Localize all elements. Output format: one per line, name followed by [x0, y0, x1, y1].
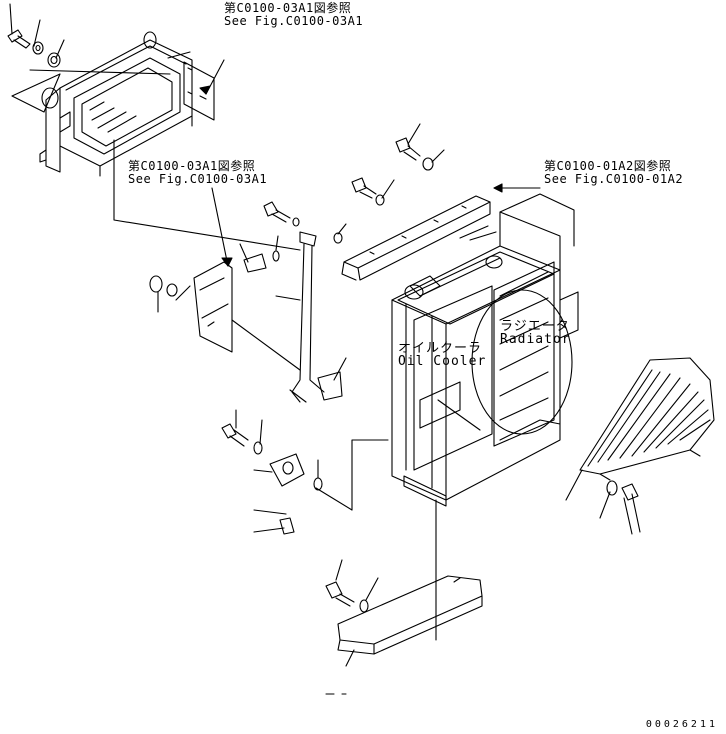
reference-label-right: 第C0100-01A2図参照 See Fig.C0100-01A2 — [544, 160, 683, 186]
reference-label-middle-left: 第C0100-03A1図参照 See Fig.C0100-03A1 — [128, 160, 267, 186]
oil-cooler-core — [39, 31, 193, 177]
bracket-middle — [149, 187, 301, 371]
leader-lines-top-left — [9, 3, 301, 251]
part-label-oil-cooler: オイルクーラ Oil Cooler — [398, 342, 486, 368]
part-name-en: Oil Cooler — [398, 354, 487, 369]
reference-jp: 第C0100-01A2図参照 — [544, 159, 672, 173]
part-name-jp: ラジエータ — [500, 319, 570, 334]
oil-pipe — [239, 201, 347, 403]
reference-en: See Fig.C0100-03A1 — [128, 172, 268, 186]
reference-en: See Fig.C0100-01A2 — [544, 172, 684, 186]
part-name-en: Radiator — [500, 332, 571, 347]
fan-guard — [565, 357, 715, 535]
part-name-jp: オイルクーラ — [398, 341, 483, 356]
bottom-plate — [315, 439, 483, 667]
top-rail — [341, 123, 541, 281]
document-number: 00026211 — [645, 719, 718, 730]
reference-label-top: 第C0100-03A1図参照 See Fig.C0100-03A1 — [224, 2, 363, 28]
fittings-lower-left — [221, 409, 323, 535]
radiator-core — [471, 261, 573, 447]
reference-en: See Fig.C0100-03A1 — [224, 14, 364, 28]
bracket-top — [183, 59, 225, 121]
bolt-top-left — [7, 29, 61, 68]
reference-jp: 第C0100-03A1図参照 — [128, 159, 256, 173]
reference-jp: 第C0100-03A1図参照 — [224, 1, 352, 15]
part-label-radiator: ラジエータ Radiator — [500, 320, 571, 346]
